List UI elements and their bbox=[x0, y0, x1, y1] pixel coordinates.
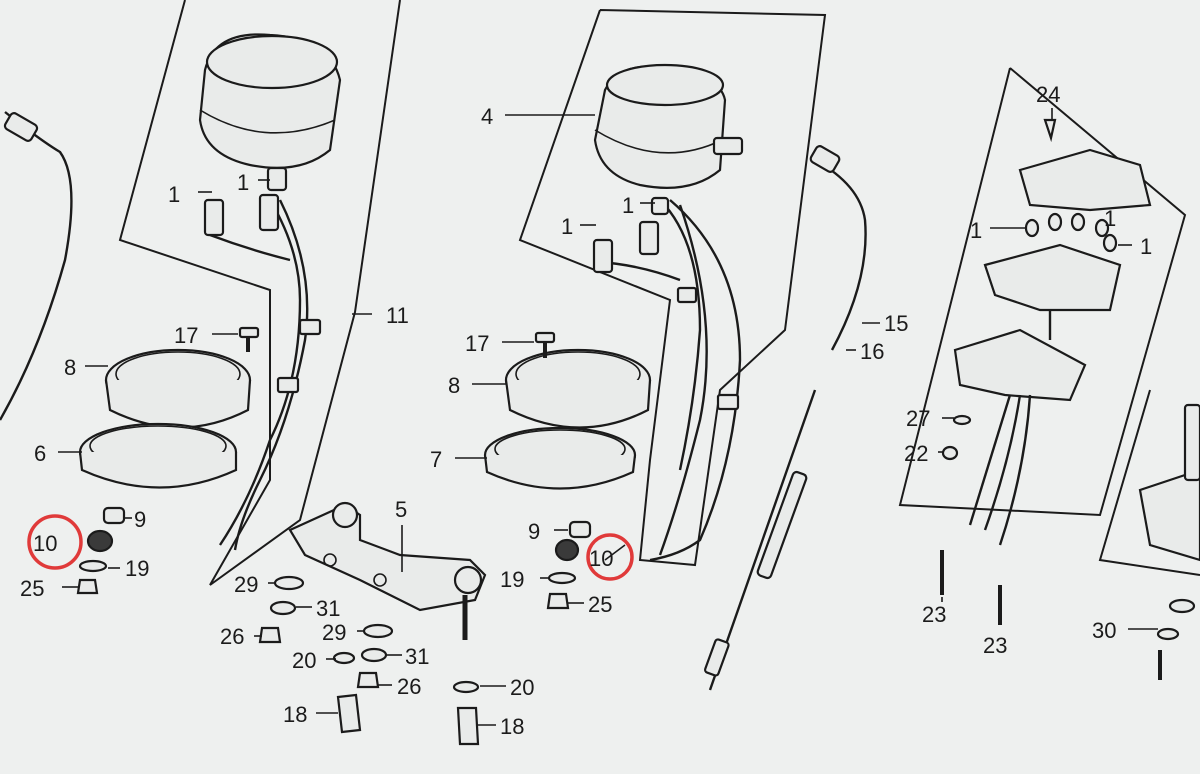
callout-20: 20 bbox=[510, 675, 534, 700]
callout-11: 11 bbox=[386, 303, 409, 328]
callout-1: 1 bbox=[1140, 234, 1152, 259]
callout-10-highlighted: 10 bbox=[33, 531, 57, 556]
callout-19: 19 bbox=[500, 567, 524, 592]
callout-24: 24 bbox=[1036, 82, 1060, 107]
callout-25: 25 bbox=[20, 576, 44, 601]
callout-1: 1 bbox=[622, 193, 634, 218]
callout-29: 29 bbox=[234, 572, 258, 597]
callout-22: 22 bbox=[904, 441, 928, 466]
callout-29: 29 bbox=[322, 620, 346, 645]
center-cable bbox=[704, 145, 867, 691]
callout-6: 6 bbox=[34, 441, 46, 466]
callout-23: 23 bbox=[983, 633, 1007, 658]
callout-18: 18 bbox=[500, 714, 524, 739]
right-indicator-assembly bbox=[940, 118, 1152, 625]
callout-18: 18 bbox=[283, 702, 307, 727]
far-right-group-outline bbox=[1098, 389, 1200, 576]
callout-27: 27 bbox=[906, 406, 930, 431]
callout-8: 8 bbox=[64, 355, 76, 380]
callout-1: 1 bbox=[168, 182, 180, 207]
left-gauge-assembly bbox=[76, 33, 342, 595]
callout-9: 9 bbox=[528, 519, 540, 544]
left-cable bbox=[0, 111, 73, 421]
callout-4: 4 bbox=[481, 104, 493, 129]
callout-labels: 1 1 1 1 1 1 1 4 5 6 7 8 8 9 9 10 10 11 1… bbox=[20, 82, 1152, 739]
callout-17: 17 bbox=[174, 323, 198, 348]
highlight-circle-center bbox=[586, 533, 634, 581]
callout-1: 1 bbox=[970, 218, 982, 243]
callout-1: 1 bbox=[1104, 206, 1116, 231]
callout-26: 26 bbox=[397, 674, 421, 699]
callout-17: 17 bbox=[465, 331, 489, 356]
callout-31: 31 bbox=[405, 644, 429, 669]
callout-31: 31 bbox=[316, 596, 340, 621]
mount-hardware bbox=[258, 575, 480, 746]
callout-1: 1 bbox=[237, 170, 249, 195]
callout-1: 1 bbox=[561, 214, 573, 239]
callout-15: 15 bbox=[884, 311, 908, 336]
callout-5: 5 bbox=[395, 497, 407, 522]
leader-lines bbox=[58, 108, 1158, 726]
callout-23: 23 bbox=[922, 602, 946, 627]
callout-26: 26 bbox=[220, 624, 244, 649]
callout-16: 16 bbox=[860, 339, 884, 364]
callout-19: 19 bbox=[125, 556, 149, 581]
far-right-assembly bbox=[1138, 403, 1200, 680]
callout-8: 8 bbox=[448, 373, 460, 398]
callout-7: 7 bbox=[430, 447, 442, 472]
center-gauge-assembly bbox=[483, 63, 744, 610]
callout-9: 9 bbox=[134, 507, 146, 532]
callout-20: 20 bbox=[292, 648, 316, 673]
highlight-circle-left bbox=[27, 514, 83, 570]
callout-30: 30 bbox=[1092, 618, 1116, 643]
bracket-assembly bbox=[288, 501, 487, 640]
callout-10-highlighted: 10 bbox=[589, 546, 613, 571]
callout-25: 25 bbox=[588, 592, 612, 617]
